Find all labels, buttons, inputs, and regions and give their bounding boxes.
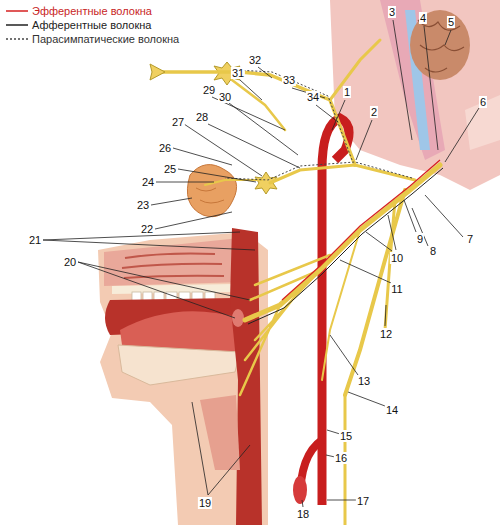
carotid-sinus: [293, 476, 307, 504]
callout-number: 10: [390, 252, 404, 264]
callout-number: 2: [370, 106, 378, 118]
callout-number: 15: [339, 430, 353, 442]
callout-number: 18: [296, 508, 310, 520]
legend-sample: [6, 24, 28, 26]
callout-number: 1: [343, 86, 351, 98]
callout-number: 26: [158, 142, 172, 154]
callout-number: 13: [357, 375, 371, 387]
pharynx: [230, 228, 262, 525]
callout-number: 25: [163, 163, 177, 175]
callout-number: 12: [379, 328, 393, 340]
legend-sample: [6, 10, 28, 12]
callout-number: 31: [231, 67, 245, 79]
callout-number: 8: [429, 245, 437, 257]
callout-number: 6: [479, 96, 487, 108]
callout-number: 11: [390, 283, 403, 295]
legend-text: Афферентные волокна: [32, 19, 151, 31]
callout-number: 4: [419, 12, 427, 24]
callout-number: 5: [447, 16, 455, 28]
callout-number: 20: [63, 256, 77, 268]
callout-number: 22: [140, 223, 154, 235]
larynx: [200, 395, 240, 470]
callout-number: 33: [282, 74, 296, 86]
callout-number: 34: [306, 91, 320, 103]
callout-number: 14: [385, 404, 399, 416]
callout-number: 28: [195, 111, 209, 123]
callout-number: 27: [171, 116, 185, 128]
leader-lines: [43, 20, 479, 507]
legend-text: Эфферентные волокна: [32, 5, 152, 17]
callout-number: 9: [416, 233, 424, 245]
callout-number: 32: [248, 54, 262, 66]
callout-number: 16: [334, 452, 348, 464]
callout-number: 7: [466, 233, 474, 245]
callout-number: 17: [356, 495, 370, 507]
callout-number: 30: [218, 91, 232, 103]
callout-number: 3: [388, 6, 396, 18]
callout-number: 23: [136, 199, 150, 211]
cerebellum: [410, 10, 470, 80]
callout-number: 21: [28, 234, 42, 246]
callout-number: 24: [141, 176, 155, 188]
callout-number: 19: [198, 497, 212, 509]
legend-sample: [6, 38, 28, 40]
legend-text: Парасимпатические волокна: [32, 33, 179, 45]
callout-number: 29: [202, 84, 216, 96]
tonsil: [232, 309, 244, 327]
parotid-gland: [187, 165, 236, 217]
mandible: [118, 345, 240, 385]
nerves: [160, 40, 440, 525]
